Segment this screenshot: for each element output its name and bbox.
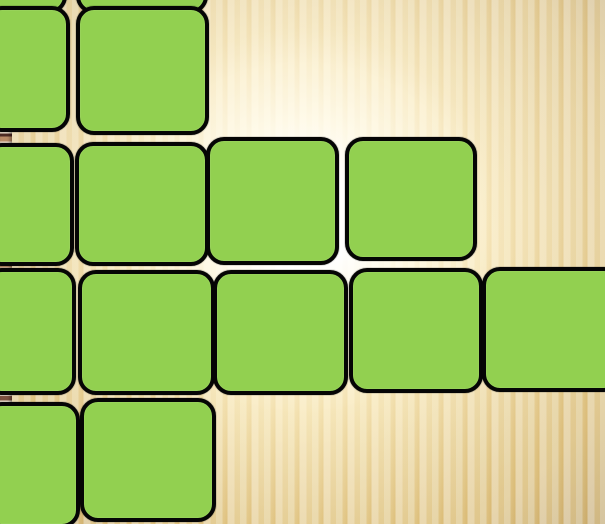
tile-row-3-col-2[interactable] xyxy=(78,270,215,395)
tile-row-2-col-3[interactable] xyxy=(206,137,339,265)
tile-row-2-col-2[interactable] xyxy=(75,142,209,266)
tile-row-3-col-4[interactable] xyxy=(349,268,483,393)
tile-row-1-col-2[interactable] xyxy=(76,6,209,135)
tile-row-3-col-1[interactable] xyxy=(0,268,76,395)
tile-row-1-col-1[interactable] xyxy=(0,6,70,132)
tile-row-2-col-1[interactable] xyxy=(0,143,74,266)
tile-row-3-col-3[interactable] xyxy=(213,270,348,395)
tile-row-3-col-5-partial[interactable] xyxy=(482,267,605,392)
tile-row-2-col-4[interactable] xyxy=(345,137,477,261)
tile-row-4-col-2[interactable] xyxy=(80,398,216,522)
tile-row-4-col-1[interactable] xyxy=(0,402,80,524)
